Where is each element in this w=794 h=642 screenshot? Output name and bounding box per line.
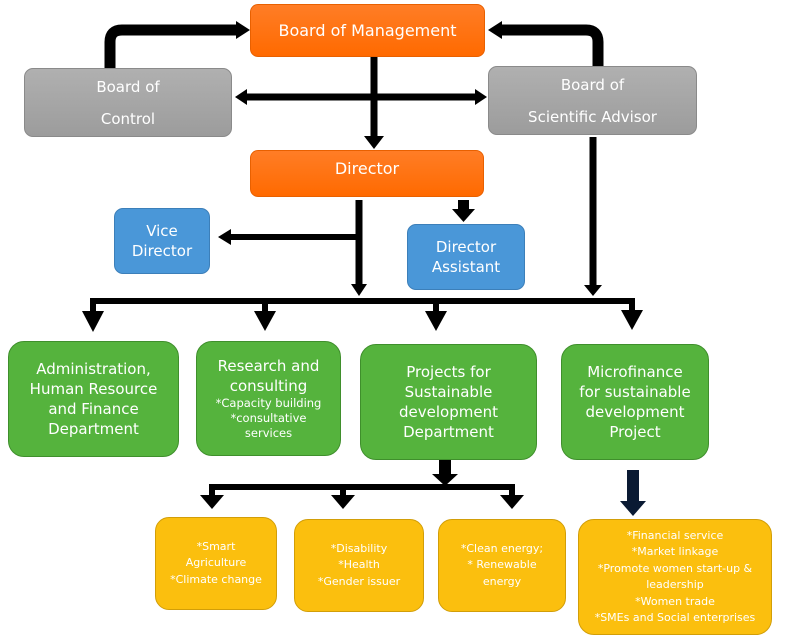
department-item: *consultative [230,411,307,425]
arrowhead-to-disability [331,495,355,509]
arrowhead-to-director-assistant [452,209,475,222]
department-title-line: Human Resource [29,380,158,398]
department-title-line: Department [48,420,139,438]
department-title-line: Administration, [36,360,151,378]
arrowhead-projects-to-bus [432,474,458,486]
arrowhead-to-research [254,311,276,331]
director-label: Director [334,159,400,178]
arrowhead-to-microfinance [621,310,643,330]
program-item: *SMEs and Social enterprises [594,611,756,624]
program-microfinance-services-box: *Financial service *Market linkage *Prom… [578,519,772,635]
program-item: Agriculture [185,556,247,570]
arrowhead-to-director [364,136,384,149]
program-item: leadership [646,578,704,591]
program-item: *Promote women start-up & [597,561,753,575]
director-assistant-box: Director Assistant [407,224,525,290]
arrowhead-to-vice-director [218,229,231,245]
program-smart-agriculture-box: *Smart Agriculture *Climate change [155,517,277,610]
connector-department-bus [90,298,635,315]
program-item: * Renewable [467,558,537,572]
director-assistant-label-line-1: Director [435,238,497,256]
arrowhead-to-clean-energy [500,495,524,509]
department-item: services [244,426,293,440]
vice-director-label-line-1: Vice [146,222,178,240]
director-assistant-label-line-2: Assistant [431,258,501,276]
department-title-line: Projects for [406,363,491,381]
department-projects-box: Projects for Sustainable development Dep… [360,344,537,460]
arrowhead-to-smart-agriculture [200,495,224,509]
vice-director-box: Vice Director [114,208,210,274]
department-title-line: Sustainable [404,383,493,401]
board-of-management-box: Board of Management [250,4,485,57]
arrowhead-advisor-to-bus [584,285,602,296]
department-title-line: and Finance [48,400,139,418]
department-item: *Capacity building [215,396,322,410]
department-title-line: Department [403,423,494,441]
program-item: *Smart [196,539,236,553]
arrowhead-to-control [235,89,247,105]
department-title-line: Project [609,423,661,441]
connector-program-bus [209,484,515,496]
connector-to-director-assistant [458,200,469,210]
program-item: *Financial service [626,528,724,542]
arrowhead-to-projects [425,311,447,331]
program-item: *Market linkage [631,545,719,558]
program-item: *Health [338,558,380,572]
board-of-control-label-line-1: Board of [96,77,160,96]
connector-microfinance-down [627,470,639,502]
department-title-line: development [399,403,498,421]
arrowhead-director-to-bus [351,284,367,296]
department-administration-box: Administration, Human Resource and Finan… [8,341,179,457]
program-item: *Clean energy; [460,541,544,555]
board-of-scientific-advisor-label-line-1: Board of [560,75,625,94]
board-of-management-label: Board of Management [278,20,457,40]
connector-control-to-management [104,24,236,68]
connector-projects-down [439,460,451,475]
board-of-control-label-line-2: Control [100,109,156,128]
program-item: *Disability [330,541,388,555]
program-item: energy [482,574,522,588]
department-title-line: Research and [217,357,320,375]
department-microfinance-box: Microfinance for sustainable development… [561,344,709,460]
board-of-scientific-advisor-box: Board of Scientific Advisor [488,66,697,135]
director-box: Director [250,150,484,197]
board-of-control-box: Board of Control [24,68,232,137]
program-disability-health-box: *Disability *Health *Gender issuer [294,519,424,612]
board-of-scientific-advisor-label-line-2: Scientific Advisor [528,107,657,126]
arrowhead-control-to-management [236,21,250,39]
department-title-line: for sustainable [579,383,691,401]
program-clean-energy-box: *Clean energy; * Renewable energy [438,519,566,612]
program-item: *Climate change [170,572,262,586]
arrowhead-advisor-to-management [488,21,502,39]
department-research-box: Research and consulting *Capacity buildi… [196,341,341,456]
arrowhead-to-administration [82,311,104,332]
department-title-line: Microfinance [587,363,683,381]
program-item: *Women trade [635,594,715,608]
department-title-line: development [585,403,685,421]
arrowhead-to-microfinance-services [620,501,646,516]
arrowhead-to-advisor [475,89,487,105]
program-item: *Gender issuer [317,574,401,588]
connector-advisor-to-management [502,24,604,68]
vice-director-label-line-2: Director [131,242,193,260]
department-title-line: consulting [229,377,308,395]
